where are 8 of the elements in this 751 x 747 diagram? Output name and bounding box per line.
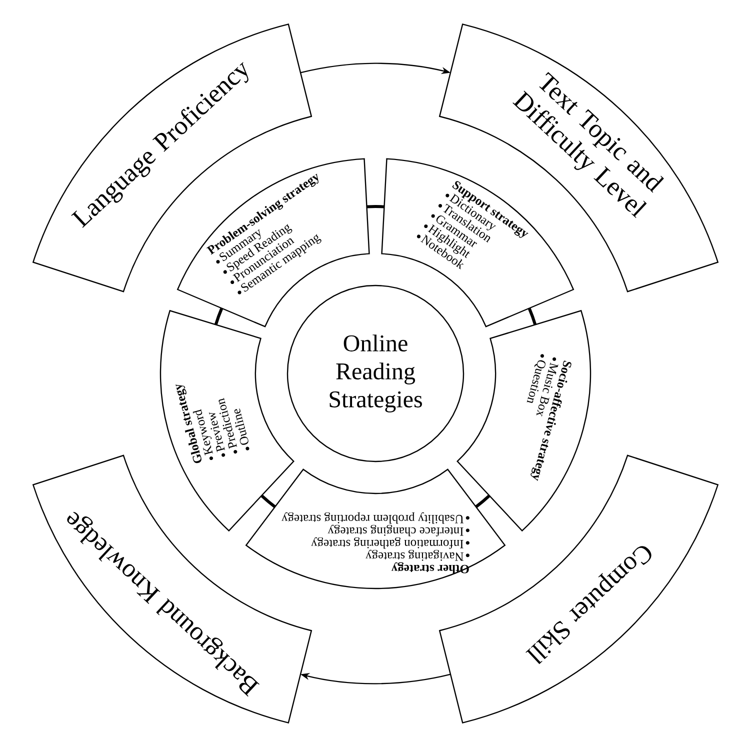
list-item: Outline (234, 408, 248, 445)
connector-bar (366, 205, 384, 208)
strategy-segment (177, 158, 370, 328)
connector-bar (260, 494, 276, 508)
connector-bar (475, 494, 490, 508)
strategy-segment (246, 468, 506, 590)
connector-bar (214, 308, 224, 326)
connector-bar (528, 308, 537, 326)
